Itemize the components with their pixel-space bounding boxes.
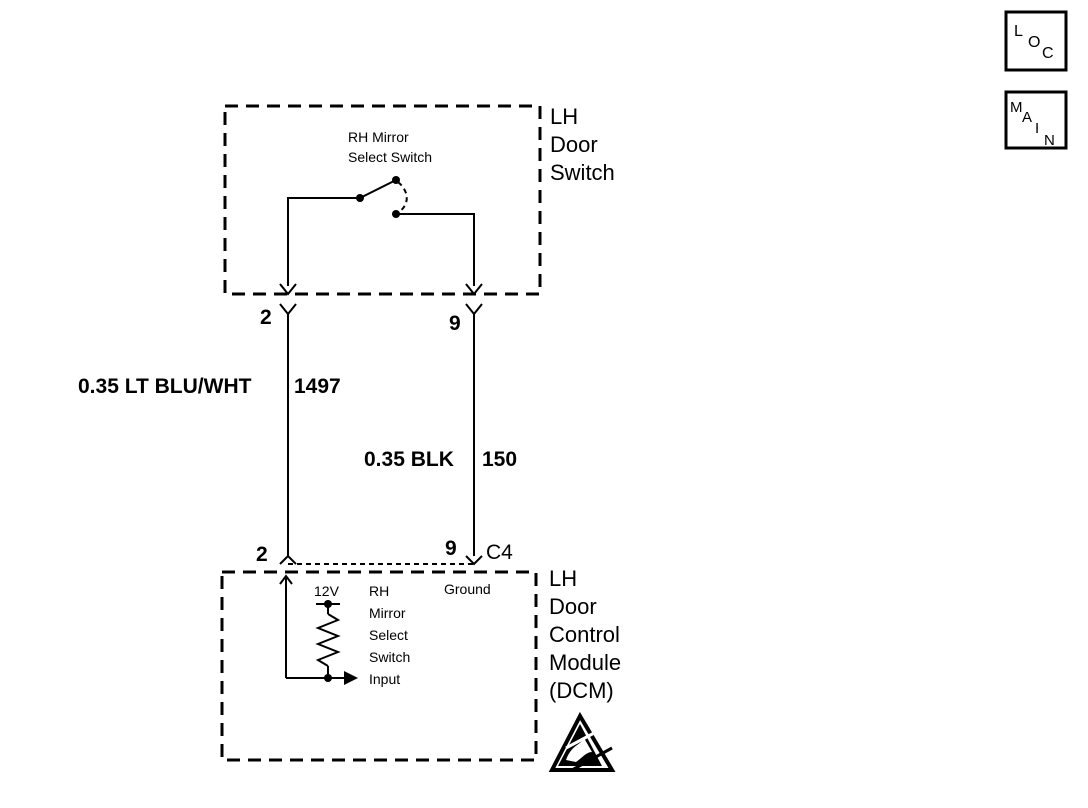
mirror-select-switch bbox=[279, 176, 483, 296]
door-switch-title-line3: Switch bbox=[550, 160, 615, 185]
input-label-line2: Mirror bbox=[369, 605, 406, 621]
input-label-line5: Input bbox=[369, 671, 400, 687]
main-button[interactable]: M A I N bbox=[1004, 90, 1068, 150]
module-title-line2: Door bbox=[549, 594, 597, 619]
mirror-switch-label-line2: Select Switch bbox=[348, 149, 432, 165]
door-switch-box bbox=[223, 104, 542, 296]
module-title-line5: (DCM) bbox=[549, 678, 614, 703]
wire-150-circuit: 150 bbox=[482, 448, 517, 471]
loc-letter-l: L bbox=[1014, 23, 1023, 40]
switch-pin-2-label: 2 bbox=[260, 306, 272, 329]
wire-1497-circuit: 1497 bbox=[294, 375, 341, 398]
door-switch-title-line2: Door bbox=[550, 132, 598, 157]
wire-1497-label: 0.35 LT BLU/WHT bbox=[78, 375, 252, 398]
main-letter-i: I bbox=[1035, 120, 1039, 137]
input-label-line3: Select bbox=[369, 627, 408, 643]
input-label-line4: Switch bbox=[369, 649, 410, 665]
ground-label: Ground bbox=[444, 581, 491, 597]
module-pin-2-label: 2 bbox=[256, 543, 268, 566]
module-title-line1: LH bbox=[549, 566, 577, 591]
loc-letter-o: O bbox=[1028, 34, 1040, 51]
mirror-switch-label-line1: RH Mirror bbox=[348, 129, 409, 145]
esd-warning-icon bbox=[548, 711, 616, 772]
switch-pin-9-connector bbox=[465, 303, 483, 322]
switch-pin-2-connector bbox=[279, 303, 297, 322]
module-title-line4: Module bbox=[549, 650, 621, 675]
loc-letter-c: C bbox=[1042, 45, 1054, 62]
module-pin-2-connector bbox=[279, 554, 297, 565]
voltage-label: 12V bbox=[314, 583, 340, 599]
wire-150-label: 0.35 BLK bbox=[364, 448, 454, 471]
switch-pin-9-label: 9 bbox=[449, 312, 461, 335]
module-pin-9-connector bbox=[465, 555, 483, 566]
switch-input-circuit bbox=[279, 574, 358, 685]
loc-button[interactable]: L O C bbox=[1004, 10, 1068, 72]
door-control-module-box bbox=[220, 570, 538, 762]
main-letter-m: M bbox=[1010, 99, 1023, 116]
module-title-line3: Control bbox=[549, 622, 620, 647]
main-letter-n: N bbox=[1044, 132, 1055, 149]
module-pin-9-label: 9 bbox=[445, 537, 457, 560]
main-letter-a: A bbox=[1022, 109, 1032, 126]
module-connector-label: C4 bbox=[486, 541, 513, 564]
door-switch-title-line1: LH bbox=[550, 104, 578, 129]
input-label-line1: RH bbox=[369, 583, 389, 599]
